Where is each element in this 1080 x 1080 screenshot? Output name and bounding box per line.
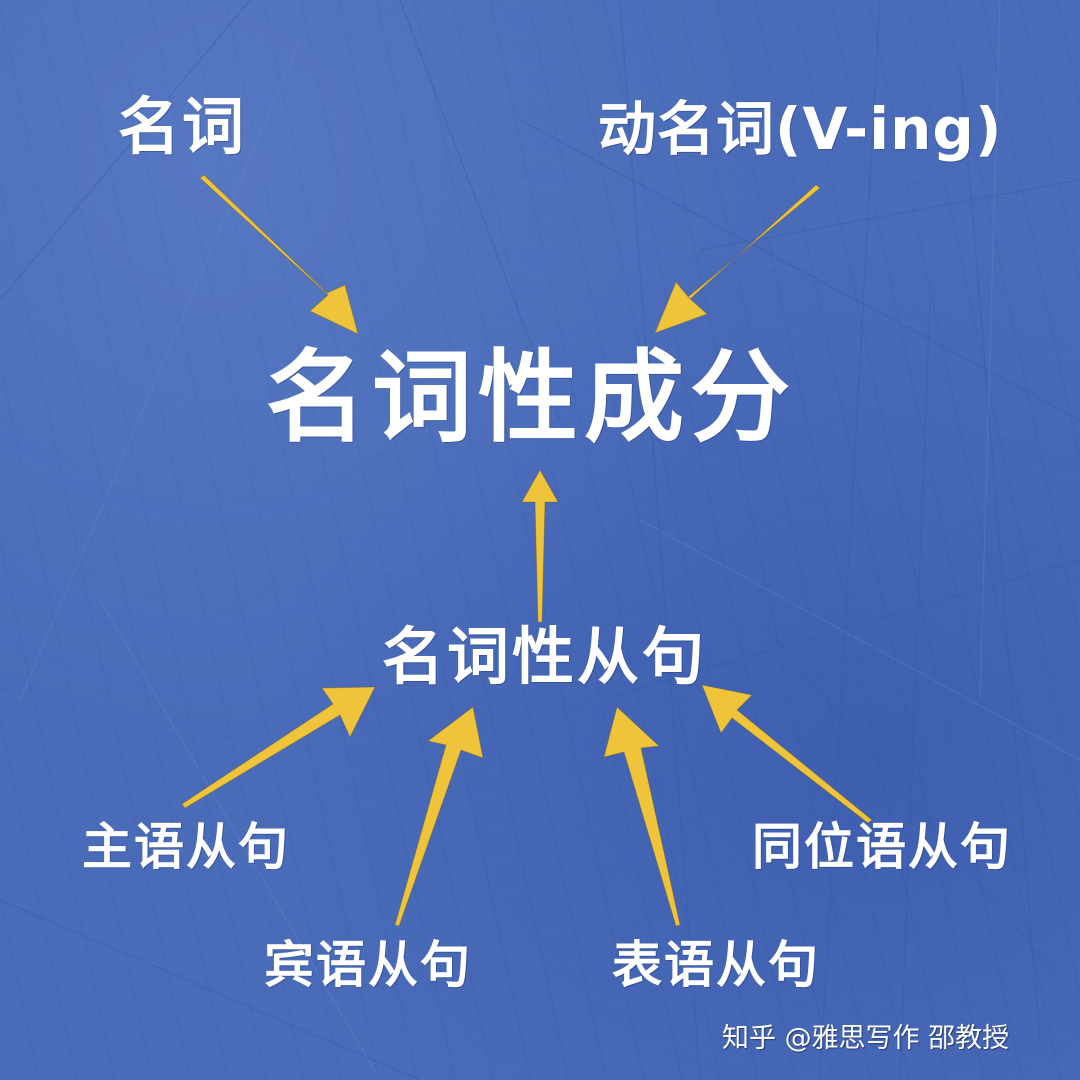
node-appositive-clause: 同位语从句 (752, 818, 1012, 876)
arrow-noun-to-main-icon (199, 174, 359, 335)
arrow-object-to-clause-icon (394, 706, 484, 927)
node-nominal-clause: 名词性从句 (382, 620, 708, 693)
arrow-predicative-to-clause-icon (603, 706, 681, 927)
arrow-appositive-to-clause-icon (701, 684, 873, 824)
node-object-clause: 宾语从句 (264, 936, 472, 994)
arrow-gerund-to-main-icon (654, 184, 821, 334)
node-subject-clause: 主语从句 (82, 818, 290, 876)
node-nominal-component: 名词性成分 (266, 339, 796, 456)
node-predicative-clause: 表语从句 (612, 936, 820, 994)
arrow-subject-to-clause-icon (181, 686, 376, 809)
node-gerund: 动名词(V-ing) (598, 95, 1003, 163)
arrow-clause-to-main-icon (521, 468, 559, 623)
node-noun: 名词 (118, 90, 247, 163)
watermark: 知乎 @雅思写作 邵教授 (722, 1023, 1010, 1054)
